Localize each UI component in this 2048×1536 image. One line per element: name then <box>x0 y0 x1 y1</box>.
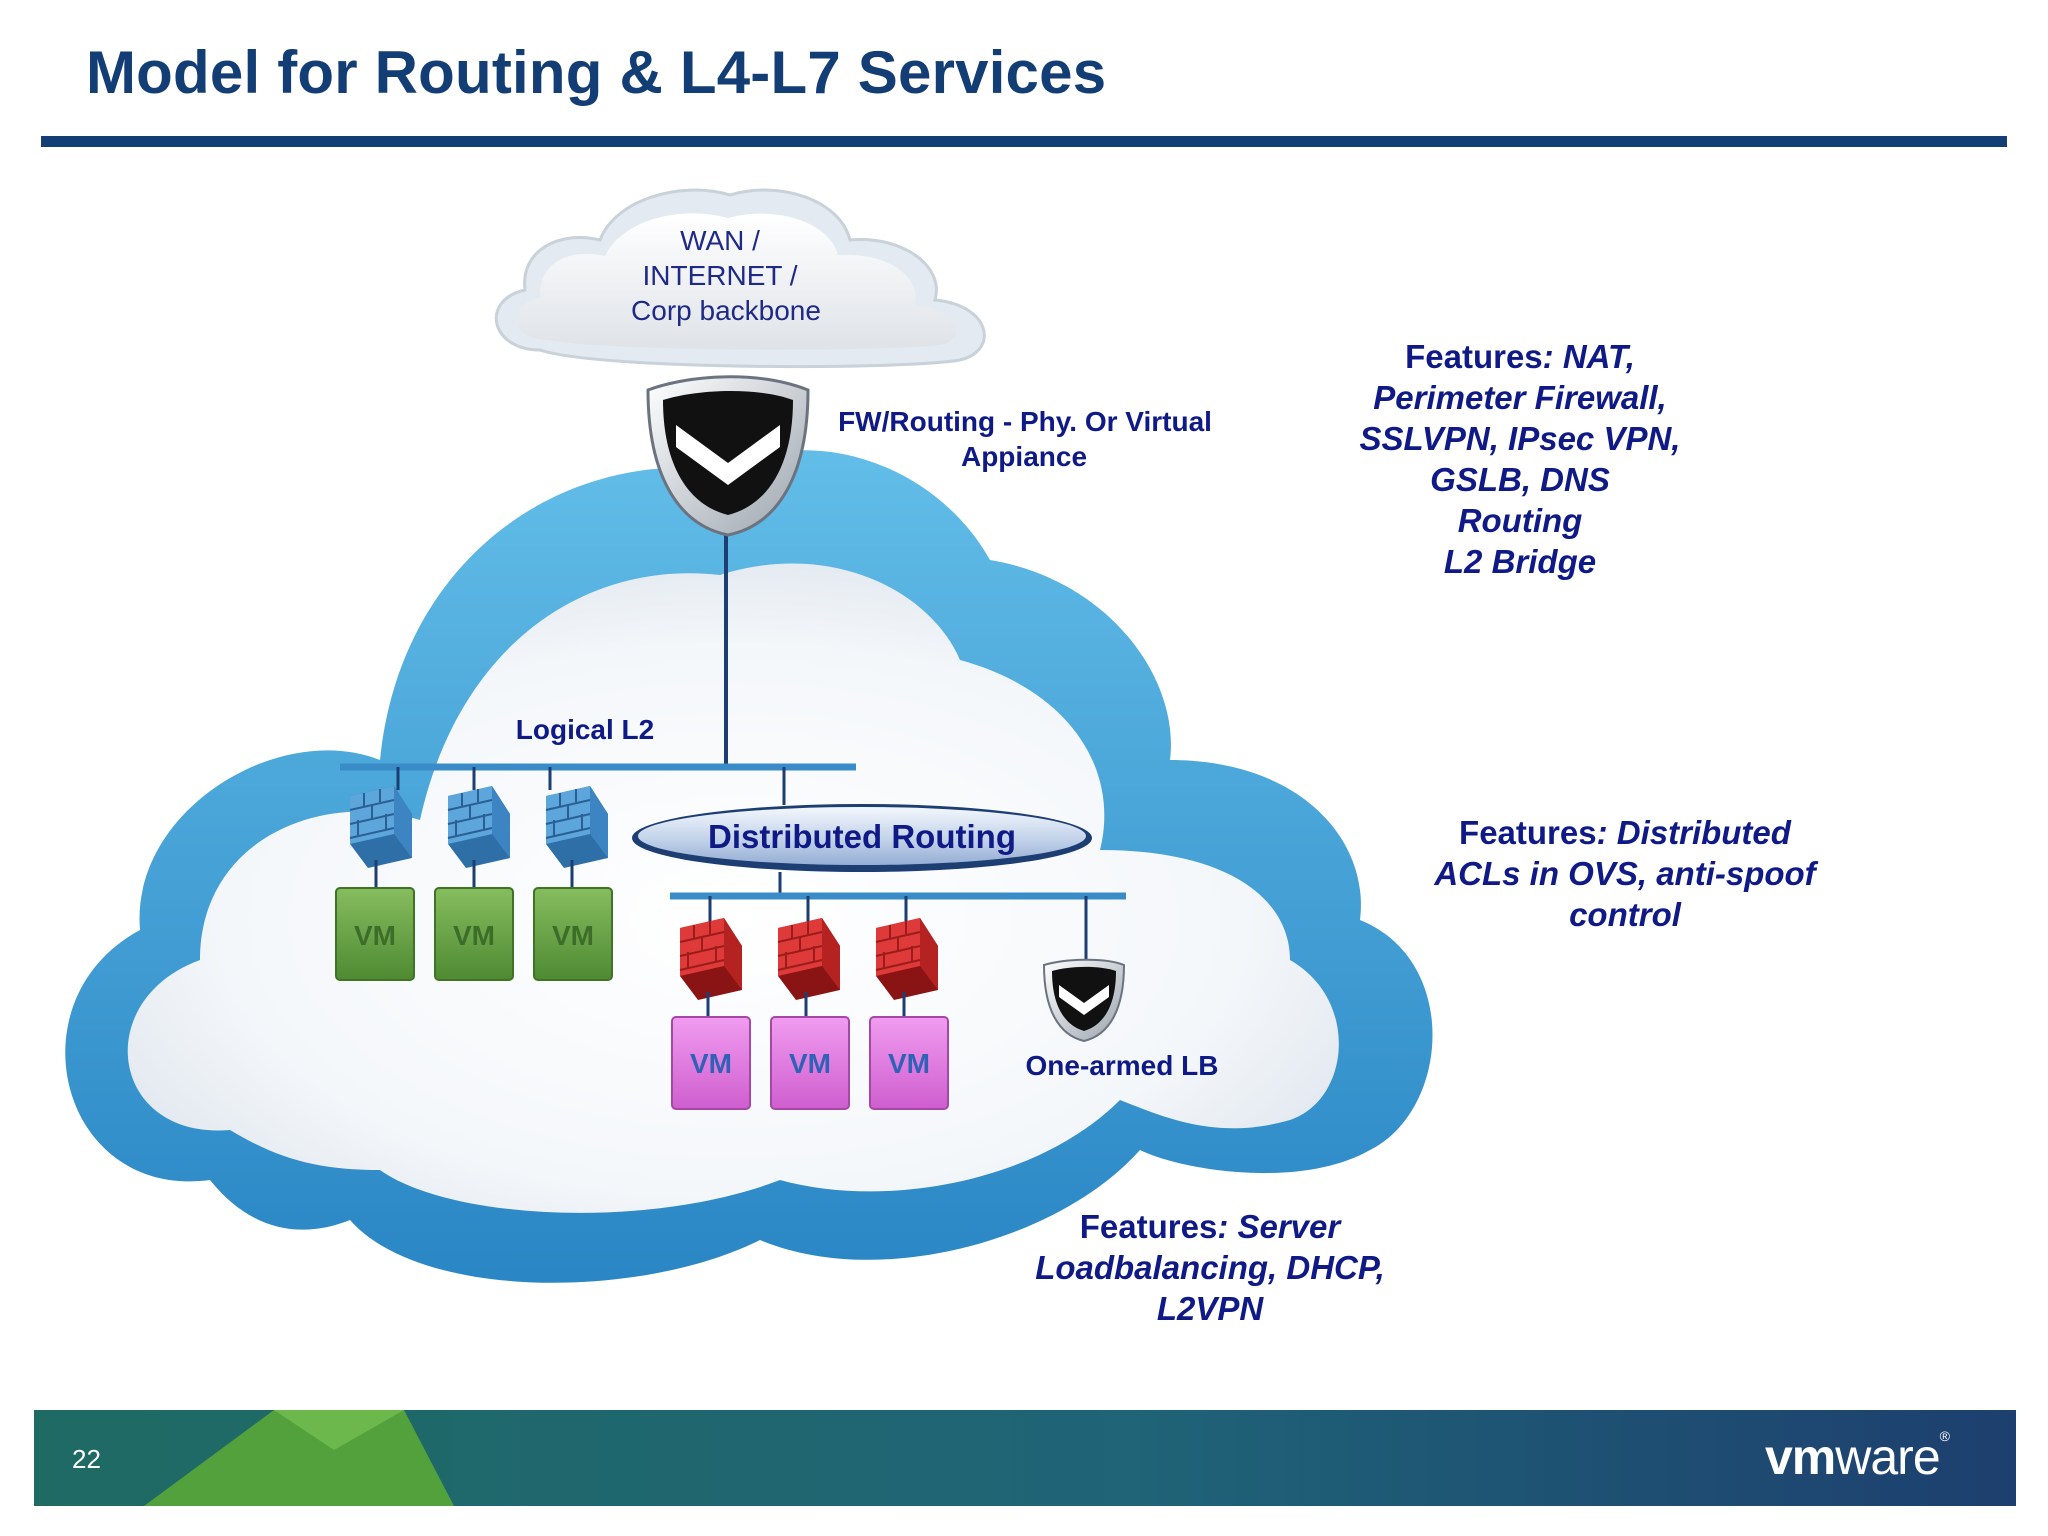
feature-line: : Distributed <box>1596 814 1791 851</box>
wan-label-line2: INTERNET / <box>642 260 797 291</box>
wan-label-line3: Corp backbone <box>631 295 821 326</box>
vm-label: VM <box>453 920 495 951</box>
fw-routing-shield-icon <box>646 375 810 537</box>
distributed-routing-label: Distributed Routing <box>708 818 1016 855</box>
one-armed-lb-label: One-armed LB <box>1026 1050 1219 1081</box>
vm-green: VM <box>335 887 415 981</box>
features-lead: Features <box>1405 338 1543 375</box>
feature-line: : NAT, <box>1542 338 1635 375</box>
vm-pink: VM <box>869 1016 949 1110</box>
vm-pink: VM <box>770 1016 850 1110</box>
vm-label: VM <box>354 920 396 951</box>
vm-green: VM <box>533 887 613 981</box>
feature-line: : Server <box>1217 1208 1341 1245</box>
feature-line: SSLVPN, IPsec VPN, <box>1359 420 1681 457</box>
feature-line: Routing <box>1457 502 1583 539</box>
feature-line: ACLs in OVS, anti-spoof <box>1434 855 1816 892</box>
logical-l2-label: Logical L2 <box>516 714 654 745</box>
feature-line: L2 Bridge <box>1443 543 1597 580</box>
vm-label: VM <box>789 1048 831 1079</box>
distributed-features: Features: Distributed ACLs in OVS, anti-… <box>1380 812 1870 935</box>
features-lead: Features <box>1079 1208 1218 1245</box>
feature-line: Loadbalancing, DHCP, <box>1035 1249 1385 1286</box>
wan-label-line1: WAN / <box>680 225 760 256</box>
perimeter-features: Features: NAT, Perimeter Firewall, SSLVP… <box>1320 336 1720 582</box>
footer-bar <box>34 1410 2016 1506</box>
vm-label: VM <box>690 1048 732 1079</box>
distributed-routing-node: Distributed Routing <box>632 804 1092 872</box>
vmware-logo: vmware® <box>1765 1428 1950 1485</box>
feature-line: L2VPN <box>1156 1290 1264 1327</box>
load-balancer-shield-icon <box>1042 958 1126 1043</box>
vm-pink: VM <box>671 1016 751 1110</box>
title-underline <box>41 136 2007 147</box>
wan-cloud: WAN / INTERNET / Corp backbone <box>494 188 986 369</box>
feature-line: Perimeter Firewall, <box>1373 379 1667 416</box>
feature-line: control <box>1569 896 1681 933</box>
slide-title: Model for Routing & L4-L7 Services <box>86 39 1107 106</box>
vm-label: VM <box>552 920 594 951</box>
page-number: 22 <box>72 1444 101 1474</box>
fw-routing-label-line1: FW/Routing - Phy. Or Virtual <box>838 406 1212 437</box>
vm-green: VM <box>434 887 514 981</box>
fw-routing-label-line2: Appiance <box>961 441 1087 472</box>
vm-label: VM <box>888 1048 930 1079</box>
feature-line: GSLB, DNS <box>1430 461 1610 498</box>
lb-features: Features: Server Loadbalancing, DHCP, L2… <box>1000 1206 1420 1329</box>
features-lead: Features <box>1459 814 1597 851</box>
